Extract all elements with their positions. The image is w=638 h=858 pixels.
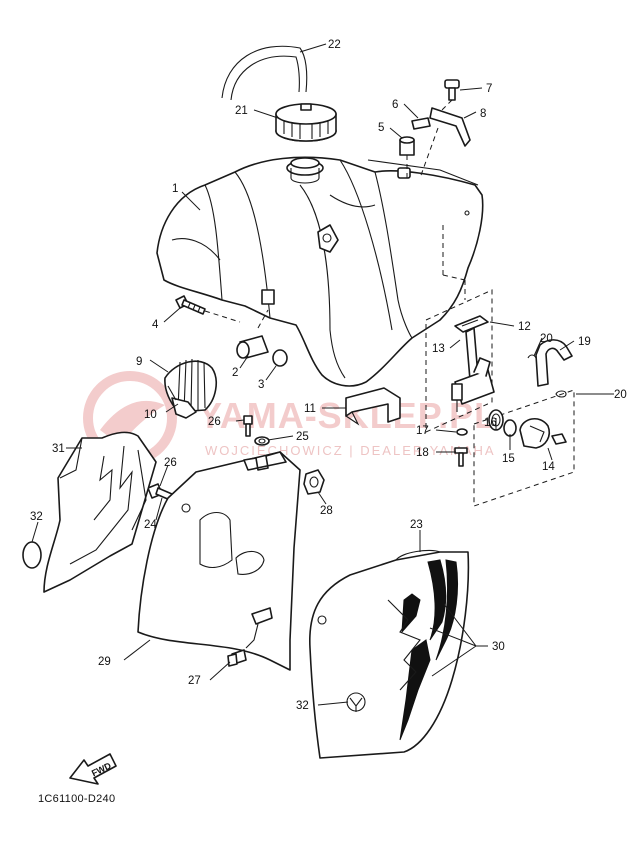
- callout-27: 27: [188, 675, 201, 687]
- side-cover-left: [137, 451, 301, 671]
- callout-1: 1: [172, 183, 178, 195]
- callout-25: 25: [296, 431, 309, 443]
- callout-11: 11: [304, 403, 316, 415]
- side-cover-right: [309, 549, 470, 759]
- small-fasteners: [147, 415, 325, 507]
- fuel-tank-mount: [164, 358, 217, 419]
- callout-16: 16: [484, 417, 497, 429]
- breather-hose: [221, 45, 308, 99]
- callout-14: 14: [542, 461, 555, 473]
- watermark-tagline: WOJCIECHOWICZ | DEALER YAMAHA: [205, 443, 496, 458]
- callout-30: 30: [492, 641, 505, 653]
- callout-18: 18: [416, 447, 429, 459]
- callout-7: 7: [486, 83, 492, 95]
- callout-23: 23: [410, 519, 423, 531]
- callout-6: 6: [392, 99, 398, 111]
- callout-8: 8: [480, 108, 486, 120]
- callout-10: 10: [144, 409, 157, 421]
- callout-26-upper: 26: [208, 416, 221, 428]
- callout-17: 17: [416, 425, 429, 437]
- callout-12: 12: [518, 321, 531, 333]
- callout-3: 3: [258, 379, 264, 391]
- callout-26-lower: 26: [164, 457, 177, 469]
- callout-24: 24: [144, 519, 157, 531]
- left-graphic-decal: [22, 431, 157, 593]
- callout-21: 21: [235, 105, 248, 117]
- fuel-tank-cover: [345, 387, 401, 426]
- callout-labels: 22 21 7 6 8 5 1 4 2 3 9 10 11 12 13 19 2…: [30, 39, 627, 712]
- bracket-hardware: [399, 79, 471, 179]
- callout-31: 31: [52, 443, 65, 455]
- callout-2: 2: [232, 367, 238, 379]
- tank-bolt: [175, 295, 241, 323]
- callout-20-top: 20: [540, 333, 553, 345]
- callout-29: 29: [98, 656, 111, 668]
- callout-15: 15: [502, 453, 515, 465]
- callout-13: 13: [432, 343, 445, 355]
- callout-19: 19: [578, 336, 591, 348]
- callout-9: 9: [136, 356, 142, 368]
- callout-32-left: 32: [30, 511, 43, 523]
- fuel-tank: [156, 156, 484, 387]
- callout-4: 4: [152, 319, 159, 331]
- drawing-code: 1C61100-D240: [38, 793, 115, 805]
- forward-direction-arrow: FWD: [69, 753, 117, 785]
- callout-28: 28: [320, 505, 333, 517]
- callout-5: 5: [378, 122, 384, 134]
- callout-20-bottom: 20: [614, 389, 627, 401]
- callout-22: 22: [328, 39, 341, 51]
- callout-32-right: 32: [296, 700, 309, 712]
- fuel-cock-assembly: [425, 289, 575, 507]
- fuel-cap: [275, 103, 337, 142]
- tank-dampers: [236, 309, 288, 367]
- leader-lines: [31, 43, 614, 706]
